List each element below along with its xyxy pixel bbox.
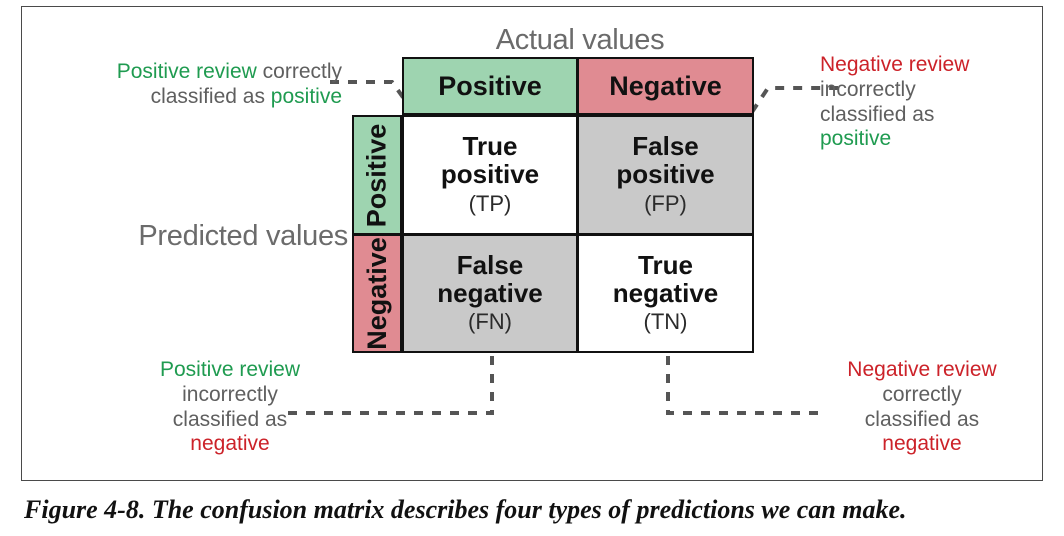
figure-caption: Figure 4-8. The confusion matrix describ… (24, 495, 907, 524)
annotation-tl-line2-rest: classified as (150, 84, 271, 108)
cell-tp-line1: True (462, 131, 518, 162)
row-header-negative: Negative (352, 235, 402, 353)
predicted-values-title: Predicted values (138, 220, 348, 252)
annotation-false-negative: Positive review incorrectly classified a… (120, 358, 340, 457)
cell-true-positive: True positive (TP) (402, 115, 578, 235)
cell-fn-abbr: (FN) (468, 309, 512, 335)
cell-tp-abbr: (TP) (468, 190, 512, 216)
annotation-tr-line1: Negative review (820, 53, 970, 76)
cell-fn-line2: negative (437, 277, 543, 308)
cell-tn-line1: True (638, 249, 693, 280)
column-header-positive-label: Positive (438, 70, 542, 101)
cell-tp-line2: positive (440, 159, 540, 189)
actual-values-title: Actual values (495, 24, 665, 56)
cell-fp-abbr: (FP) (644, 190, 687, 216)
cell-fp-line2: positive (616, 159, 715, 189)
annotation-bl-line1: Positive review (159, 358, 301, 381)
annotation-tl-line1-colored: Positive review (116, 60, 257, 83)
annotation-bl-line4: negative (190, 432, 270, 456)
annotation-br-line4: negative (882, 432, 962, 456)
column-header-negative: Negative (578, 57, 754, 115)
annotation-br-line1: Negative review (847, 358, 997, 381)
annotation-tr-line3: classified as (820, 102, 935, 126)
annotation-br-line2: correctly (882, 382, 962, 406)
column-header-positive: Positive (402, 57, 578, 115)
cell-false-positive: False positive (FP) (578, 115, 754, 235)
cell-false-negative: False negative (FN) (402, 235, 578, 353)
annotation-tl-line1-rest: correctly (256, 60, 342, 83)
confusion-matrix: Positive Negative Positive Negative True… (352, 57, 754, 353)
cell-true-negative: True negative (TN) (578, 235, 754, 353)
row-header-positive: Positive (352, 115, 402, 235)
annotation-tr-line4: positive (820, 127, 892, 151)
annotation-bl-line3: classified as (172, 407, 288, 431)
annotation-true-negative: Negative review correctly classified as … (812, 358, 1032, 457)
annotation-false-positive: Negative review incorrectly classified a… (820, 53, 1040, 152)
row-header-negative-label: Negative (361, 237, 392, 350)
annotation-true-positive: Positive review correctly classified as … (92, 60, 342, 110)
cell-tn-abbr: (TN) (643, 309, 688, 335)
row-header-positive-label: Positive (361, 123, 392, 227)
cell-fp-line1: False (632, 131, 699, 162)
column-header-negative-label: Negative (609, 70, 722, 101)
cell-fn-line1: False (456, 249, 524, 280)
annotation-bl-line2: incorrectly (182, 382, 278, 406)
cell-tn-line2: negative (612, 277, 719, 308)
annotation-br-line3: classified as (864, 407, 980, 431)
annotation-tl-line2-colored: positive (270, 84, 342, 108)
annotation-tr-line2: incorrectly (820, 77, 916, 101)
